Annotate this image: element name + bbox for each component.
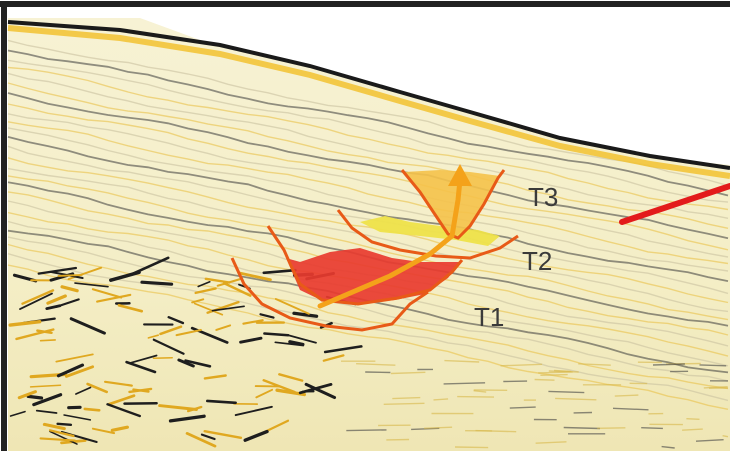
label-t2: T2: [522, 246, 552, 276]
deep-reflection: [538, 372, 573, 373]
label-t3: T3: [528, 182, 558, 212]
basement-reflection: [264, 334, 288, 336]
deep-reflection: [535, 380, 555, 381]
deep-reflection: [554, 371, 571, 372]
deep-reflection: [540, 375, 567, 376]
deep-reflection: [597, 428, 625, 429]
deep-reflection: [392, 398, 420, 399]
basement-reflection: [154, 358, 173, 359]
deep-reflection: [723, 436, 728, 437]
basement-reflection: [142, 282, 172, 284]
deep-reflection: [384, 403, 425, 404]
deep-reflection: [564, 428, 600, 429]
deep-reflection: [615, 395, 639, 396]
deep-reflection: [510, 407, 536, 408]
deep-reflection: [365, 372, 390, 373]
basement-reflection: [85, 409, 99, 410]
basement-reflection: [59, 275, 82, 276]
basement-reflection: [28, 396, 41, 398]
basement-reflection: [58, 424, 71, 425]
deep-reflection: [455, 447, 488, 448]
deep-reflection: [686, 419, 699, 420]
deep-reflection: [346, 430, 386, 431]
deep-reflection: [700, 365, 727, 366]
deep-reflection: [457, 397, 494, 398]
deep-reflection: [653, 364, 685, 365]
deep-reflection: [434, 399, 449, 400]
label-t1: T1: [474, 302, 504, 332]
deep-reflection: [641, 428, 663, 429]
basement-reflection: [41, 340, 56, 341]
